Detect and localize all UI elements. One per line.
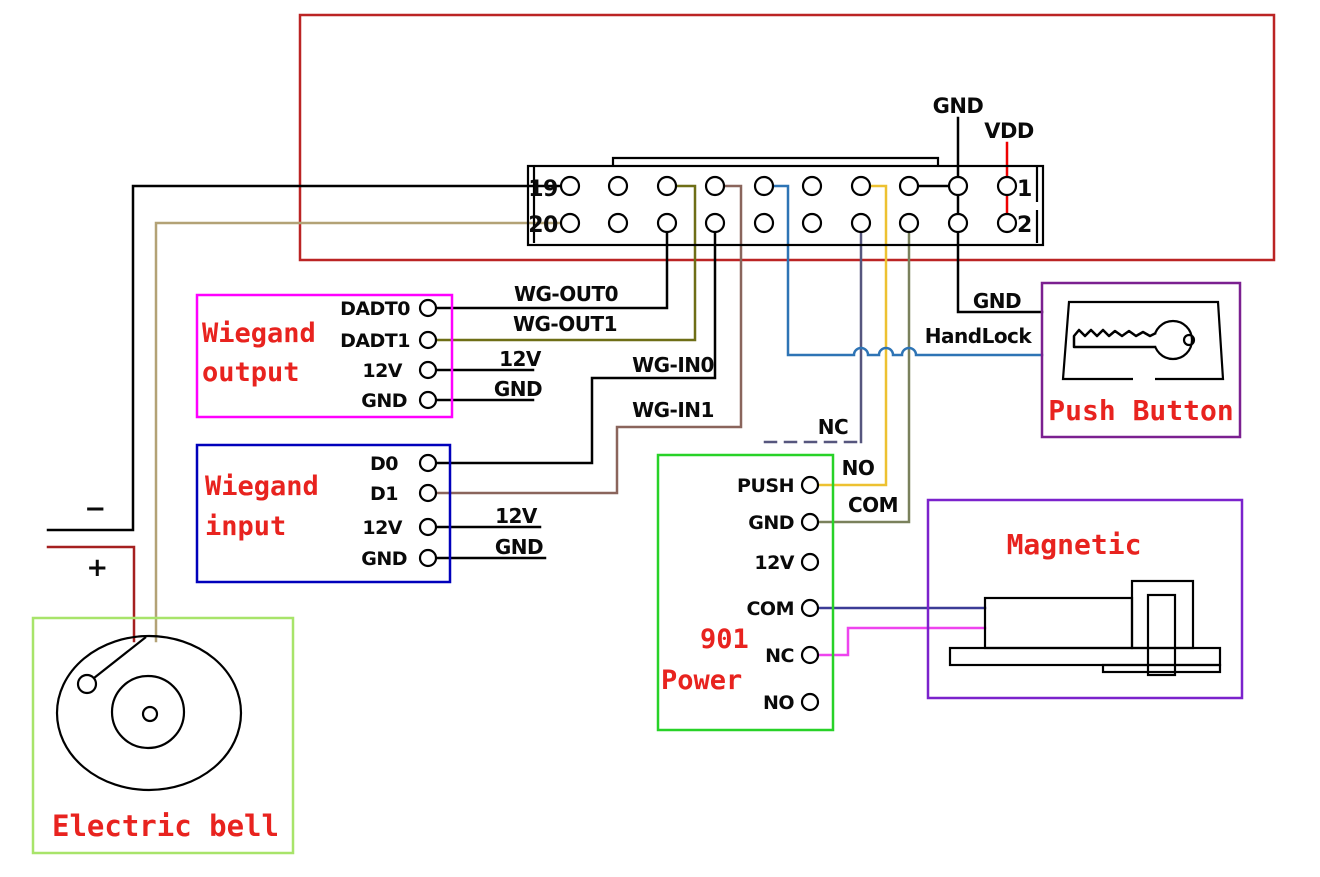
- wire-com-olivegreen: [808, 221, 911, 524]
- wg-in0-label: WG-IN0: [632, 353, 714, 377]
- wire-nc-magnetic: [808, 626, 987, 657]
- pin20-label: 20: [528, 213, 558, 238]
- electric-bell-outline: [31, 616, 295, 855]
- push-button-title: Push Button: [1048, 394, 1233, 427]
- terminal-wi-12v: [418, 517, 438, 537]
- connector-pins-bottom: [559, 212, 1018, 234]
- nc-wire-label: NC: [818, 415, 848, 439]
- p-12v-label: 12V: [754, 552, 794, 574]
- wiegand-output-title1: Wiegand: [202, 318, 316, 349]
- wi-12v-label: 12V: [362, 517, 402, 539]
- plus-label: +: [86, 553, 107, 583]
- terminal-p-gnd: [800, 512, 820, 532]
- gnd-top-label: GND: [933, 94, 984, 118]
- terminal-push: [800, 475, 820, 495]
- wire-wg-out0: [426, 221, 669, 310]
- push-label: PUSH: [737, 475, 794, 497]
- pin19-label: 19: [528, 177, 558, 202]
- pin1-label: 1: [1017, 177, 1032, 202]
- in-12v-rail-label: 12V: [495, 504, 538, 528]
- dadt1-label: DADT1: [340, 330, 410, 352]
- electric-bell-box: Electric bell: [31, 616, 295, 855]
- idc-connector: 19 20 1 2 GND VDD: [526, 94, 1045, 247]
- wiegand-input-title1: Wiegand: [205, 471, 319, 502]
- wiegand-input-title2: input: [205, 511, 286, 542]
- terminal-dadt0: [418, 298, 438, 318]
- p-gnd-label: GND: [748, 512, 794, 534]
- push-button-plate: [1061, 300, 1225, 381]
- terminal-d0: [418, 453, 438, 473]
- wire-plus-bell: [46, 545, 136, 643]
- wire-wg-in0: [426, 221, 717, 465]
- wiegand-output-title2: output: [202, 357, 300, 388]
- wg-out1-label: WG-OUT1: [513, 312, 617, 336]
- terminal-wo-gnd: [418, 390, 438, 410]
- colored-wires: [46, 141, 1044, 657]
- pin2-label: 2: [1017, 213, 1032, 238]
- magnetic-lock-icon: [948, 579, 1222, 677]
- black-wires: [46, 116, 1044, 560]
- magnetic-title: Magnetic: [1007, 528, 1142, 561]
- wi-gnd-label: GND: [361, 548, 407, 570]
- electric-bell-title: Electric bell: [52, 809, 279, 843]
- magnetic-outline: [926, 498, 1244, 700]
- terminal-p-com: [800, 598, 820, 618]
- wo-12v-label: 12V: [362, 360, 402, 382]
- p-nc-label: NC: [765, 645, 794, 667]
- wiegand-input-box: Wiegand input D0 D1 12V GND: [195, 443, 452, 584]
- push-button-outline: [1040, 281, 1242, 439]
- no-wire-label: NO: [842, 456, 875, 480]
- wire-handlock: [762, 184, 1044, 357]
- wiegand-input-outline: [195, 443, 452, 584]
- magnetic-box: Magnetic: [926, 498, 1244, 700]
- d1-label: D1: [370, 483, 398, 505]
- p-no-label: NO: [763, 692, 794, 714]
- handlock-label: HandLock: [925, 324, 1033, 348]
- com-wire-label: COM: [848, 493, 898, 517]
- power-901-title2: Power: [661, 665, 742, 696]
- vdd-label: VDD: [984, 119, 1034, 143]
- wire-wg-in1: [426, 184, 743, 495]
- key-icon: [1072, 319, 1196, 361]
- wire-wg-out1: [426, 184, 697, 342]
- wo-gnd-label: GND: [361, 390, 407, 412]
- connector-top-tab: [611, 156, 940, 166]
- out-gnd-rail-label: GND: [494, 377, 542, 401]
- connector-body: [526, 164, 1045, 247]
- p-com-label: COM: [746, 598, 794, 620]
- power-901-title1: 901: [700, 624, 749, 655]
- wire-pin19-minus: [46, 184, 572, 532]
- terminal-wo-12v: [418, 360, 438, 380]
- out-12v-rail-label: 12V: [499, 347, 542, 371]
- terminal-wi-gnd: [418, 548, 438, 568]
- in-gnd-rail-label: GND: [495, 535, 543, 559]
- bell-icon: [55, 634, 243, 792]
- push-button-box: Push Button: [1040, 281, 1242, 439]
- minus-label: −: [84, 494, 105, 524]
- d0-label: D0: [370, 453, 398, 475]
- terminal-dadt1: [418, 330, 438, 350]
- connector-pins-top: [559, 175, 1018, 197]
- pb-gnd-label: GND: [973, 289, 1021, 313]
- terminal-d1: [418, 483, 438, 503]
- wiegand-output-outline: [195, 293, 454, 419]
- wiegand-output-box: Wiegand output DADT0 DADT1 12V GND: [195, 293, 454, 419]
- dadt0-label: DADT0: [340, 298, 410, 320]
- wg-out0-label: WG-OUT0: [514, 282, 618, 306]
- terminal-p-no: [800, 692, 820, 712]
- wire-pin20-bell: [154, 221, 572, 643]
- wg-in1-label: WG-IN1: [632, 398, 714, 422]
- terminal-p-12v: [800, 552, 820, 572]
- power-901-outline: [656, 453, 835, 732]
- terminal-p-nc: [800, 645, 820, 665]
- power-901-box: 901 Power PUSH GND 12V COM NC NO: [656, 453, 835, 732]
- wire-no-yellow: [808, 184, 888, 487]
